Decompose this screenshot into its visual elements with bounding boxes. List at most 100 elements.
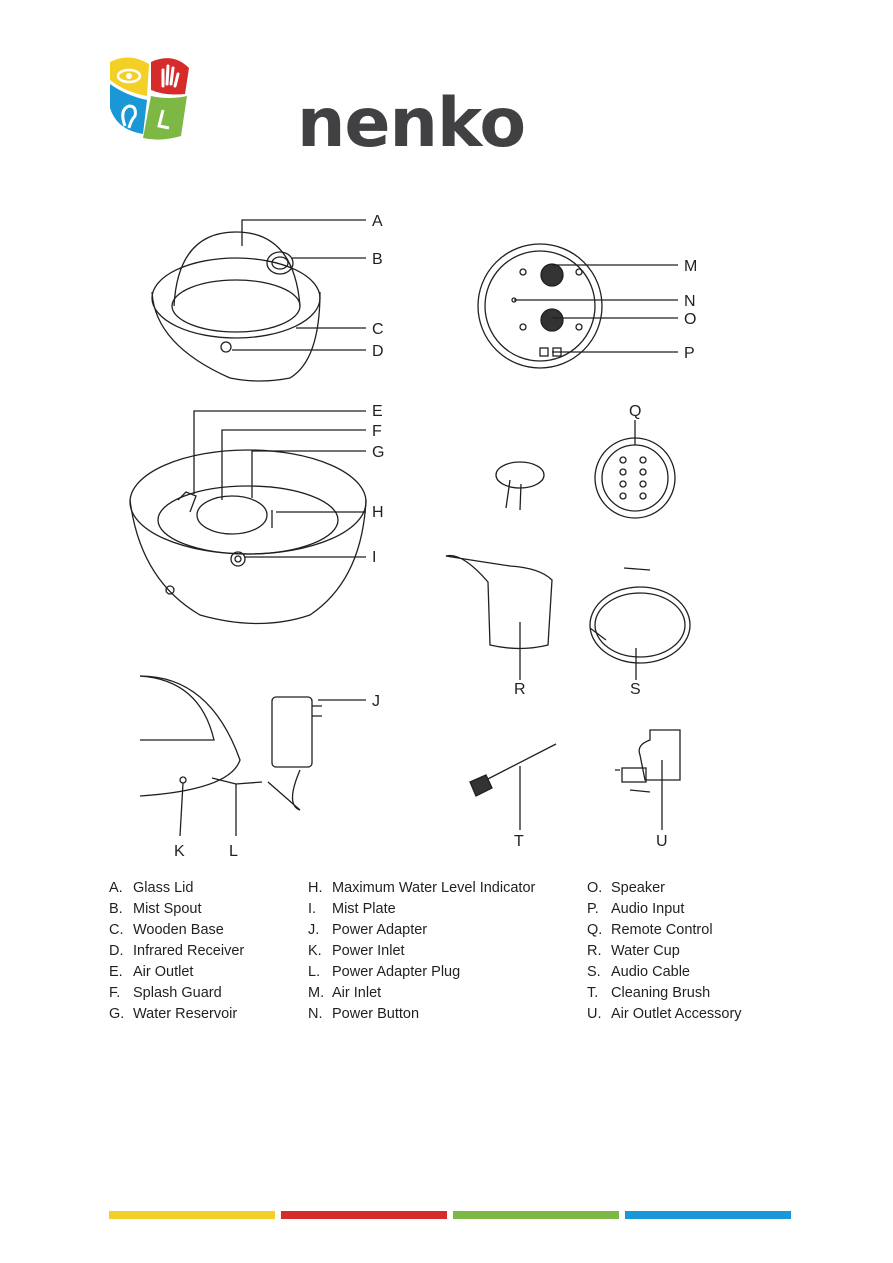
legend-key: R. (587, 943, 602, 959)
legend-key: O. (587, 880, 603, 896)
legend-text: Maximum Water Level Indicator (332, 880, 536, 896)
legend-key: T. (587, 985, 599, 1001)
legend-key: B. (109, 901, 123, 917)
senses-icon (110, 57, 189, 140)
diffuser-assembled (151, 231, 321, 382)
mist-plate (495, 461, 545, 511)
legend-column-2: H. Maximum Water Level Indicator I. Mist P… (308, 878, 535, 1025)
legend-item: T. Cleaning Brush (587, 983, 742, 1004)
legend-item: L. Power Adapter Plug (308, 962, 535, 983)
label-d: D (372, 343, 384, 360)
legend-key: N. (308, 1006, 323, 1022)
label-s: S (630, 681, 641, 698)
legend-key: A. (109, 880, 123, 896)
legend-item: Q. Remote Control (587, 920, 742, 941)
legend-text: Water Cup (611, 943, 680, 959)
product-diagram: A B C D E F G H I J K L M N O P Q R S T … (129, 213, 697, 860)
water-cup (445, 554, 553, 650)
label-f: F (372, 423, 382, 440)
legend-item: N. Power Button (308, 1004, 535, 1025)
label-n: N (684, 293, 696, 310)
label-p: P (684, 345, 695, 362)
legend-text: Wooden Base (133, 922, 224, 938)
label-e: E (372, 403, 383, 420)
brand-logo: nenko (105, 50, 526, 158)
diagram-labels: A B C D E F G H I J K L M N O P Q R S T … (174, 213, 697, 860)
legend-item: R. Water Cup (587, 941, 742, 962)
legend-text: Cleaning Brush (611, 985, 711, 1001)
footer-green-segment (453, 1211, 619, 1219)
remote-control (594, 437, 676, 519)
label-t: T (514, 833, 524, 850)
legend-item: U.Air Outlet Accessory (587, 1004, 742, 1025)
legend-text: Mist Spout (133, 901, 202, 917)
label-m: M (684, 258, 697, 275)
legend-text: Water Reservoir (133, 1006, 238, 1022)
legend-key: Q. (587, 922, 603, 938)
legend-text: Power Adapter Plug (332, 964, 461, 980)
legend-text: Power Adapter (332, 922, 428, 938)
legend-key: H. (308, 880, 323, 896)
diffuser-open (129, 449, 367, 625)
brand-wordmark: nenko (297, 84, 526, 163)
legend-key: U. (587, 1006, 602, 1022)
legend-key: G. (109, 1006, 125, 1022)
legend-text: Audio Input (611, 901, 685, 917)
label-a: A (372, 213, 383, 230)
footer-red-segment (281, 1211, 447, 1219)
cleaning-brush (469, 743, 557, 797)
label-c: C (372, 321, 384, 338)
diffuser-bottom (477, 243, 603, 369)
legend-item: F. Splash Guard (109, 983, 244, 1004)
footer-color-bar (109, 1211, 791, 1219)
legend-text: Audio Cable (611, 964, 690, 980)
legend-item: H. Maximum Water Level Indicator (308, 878, 535, 899)
label-r: R (514, 681, 526, 698)
label-i: I (372, 549, 376, 566)
legend-key: J. (308, 922, 320, 938)
legend-text: Remote Control (611, 922, 713, 938)
legend-key: L. (308, 964, 321, 980)
legend-key: I. (308, 901, 317, 917)
legend-text: Glass Lid (133, 880, 194, 896)
legend-item: D.Infrared Receiver (109, 941, 244, 962)
audio-cable (589, 567, 691, 664)
label-j: J (372, 693, 380, 710)
legend-item: M. Air Inlet (308, 983, 535, 1004)
legend-item: C. Wooden Base (109, 920, 244, 941)
legend-item: J. Power Adapter (308, 920, 535, 941)
legend-text: Mist Plate (332, 901, 396, 917)
legend-key: S. (587, 964, 601, 980)
legend-item: G. Water Reservoir (109, 1004, 244, 1025)
legend-column-1: A. Glass Lid B. Mist Spout C. Wooden Base D… (109, 878, 244, 1025)
legend-text: Power Button (332, 1006, 420, 1022)
legend-key: M. (308, 985, 325, 1001)
legend-text: Power Inlet (332, 943, 405, 959)
legend-text: Speaker (611, 880, 666, 896)
footer-yellow-segment (109, 1211, 275, 1219)
label-o: O (684, 311, 696, 328)
legend-text: Air Inlet (332, 985, 382, 1001)
legend-column-3: O. Speaker P.Audio Input Q. Remote Control… (587, 878, 742, 1025)
legend-key: C. (109, 922, 124, 938)
diffuser-side (139, 675, 322, 811)
legend-item: A. Glass Lid (109, 878, 244, 899)
legend-item: B. Mist Spout (109, 899, 244, 920)
label-q: Q (629, 403, 641, 420)
legend-key: E. (109, 964, 123, 980)
label-k: K (174, 843, 185, 860)
label-h: H (372, 504, 384, 521)
label-l: L (229, 843, 238, 860)
legend-item: S. Audio Cable (587, 962, 742, 983)
legend-item: P.Audio Input (587, 899, 742, 920)
legend-text: Infrared Receiver (133, 943, 245, 959)
legend-item: I. Mist Plate (308, 899, 535, 920)
legend-key: K. (308, 943, 322, 959)
legend-item: K. Power Inlet (308, 941, 535, 962)
legend-key: F. (109, 985, 121, 1001)
legend-text: Air Outlet (133, 964, 194, 980)
legend-item: E. Air Outlet (109, 962, 244, 983)
legend-text: Splash Guard (133, 985, 222, 1001)
label-g: G (372, 444, 384, 461)
label-b: B (372, 251, 383, 268)
